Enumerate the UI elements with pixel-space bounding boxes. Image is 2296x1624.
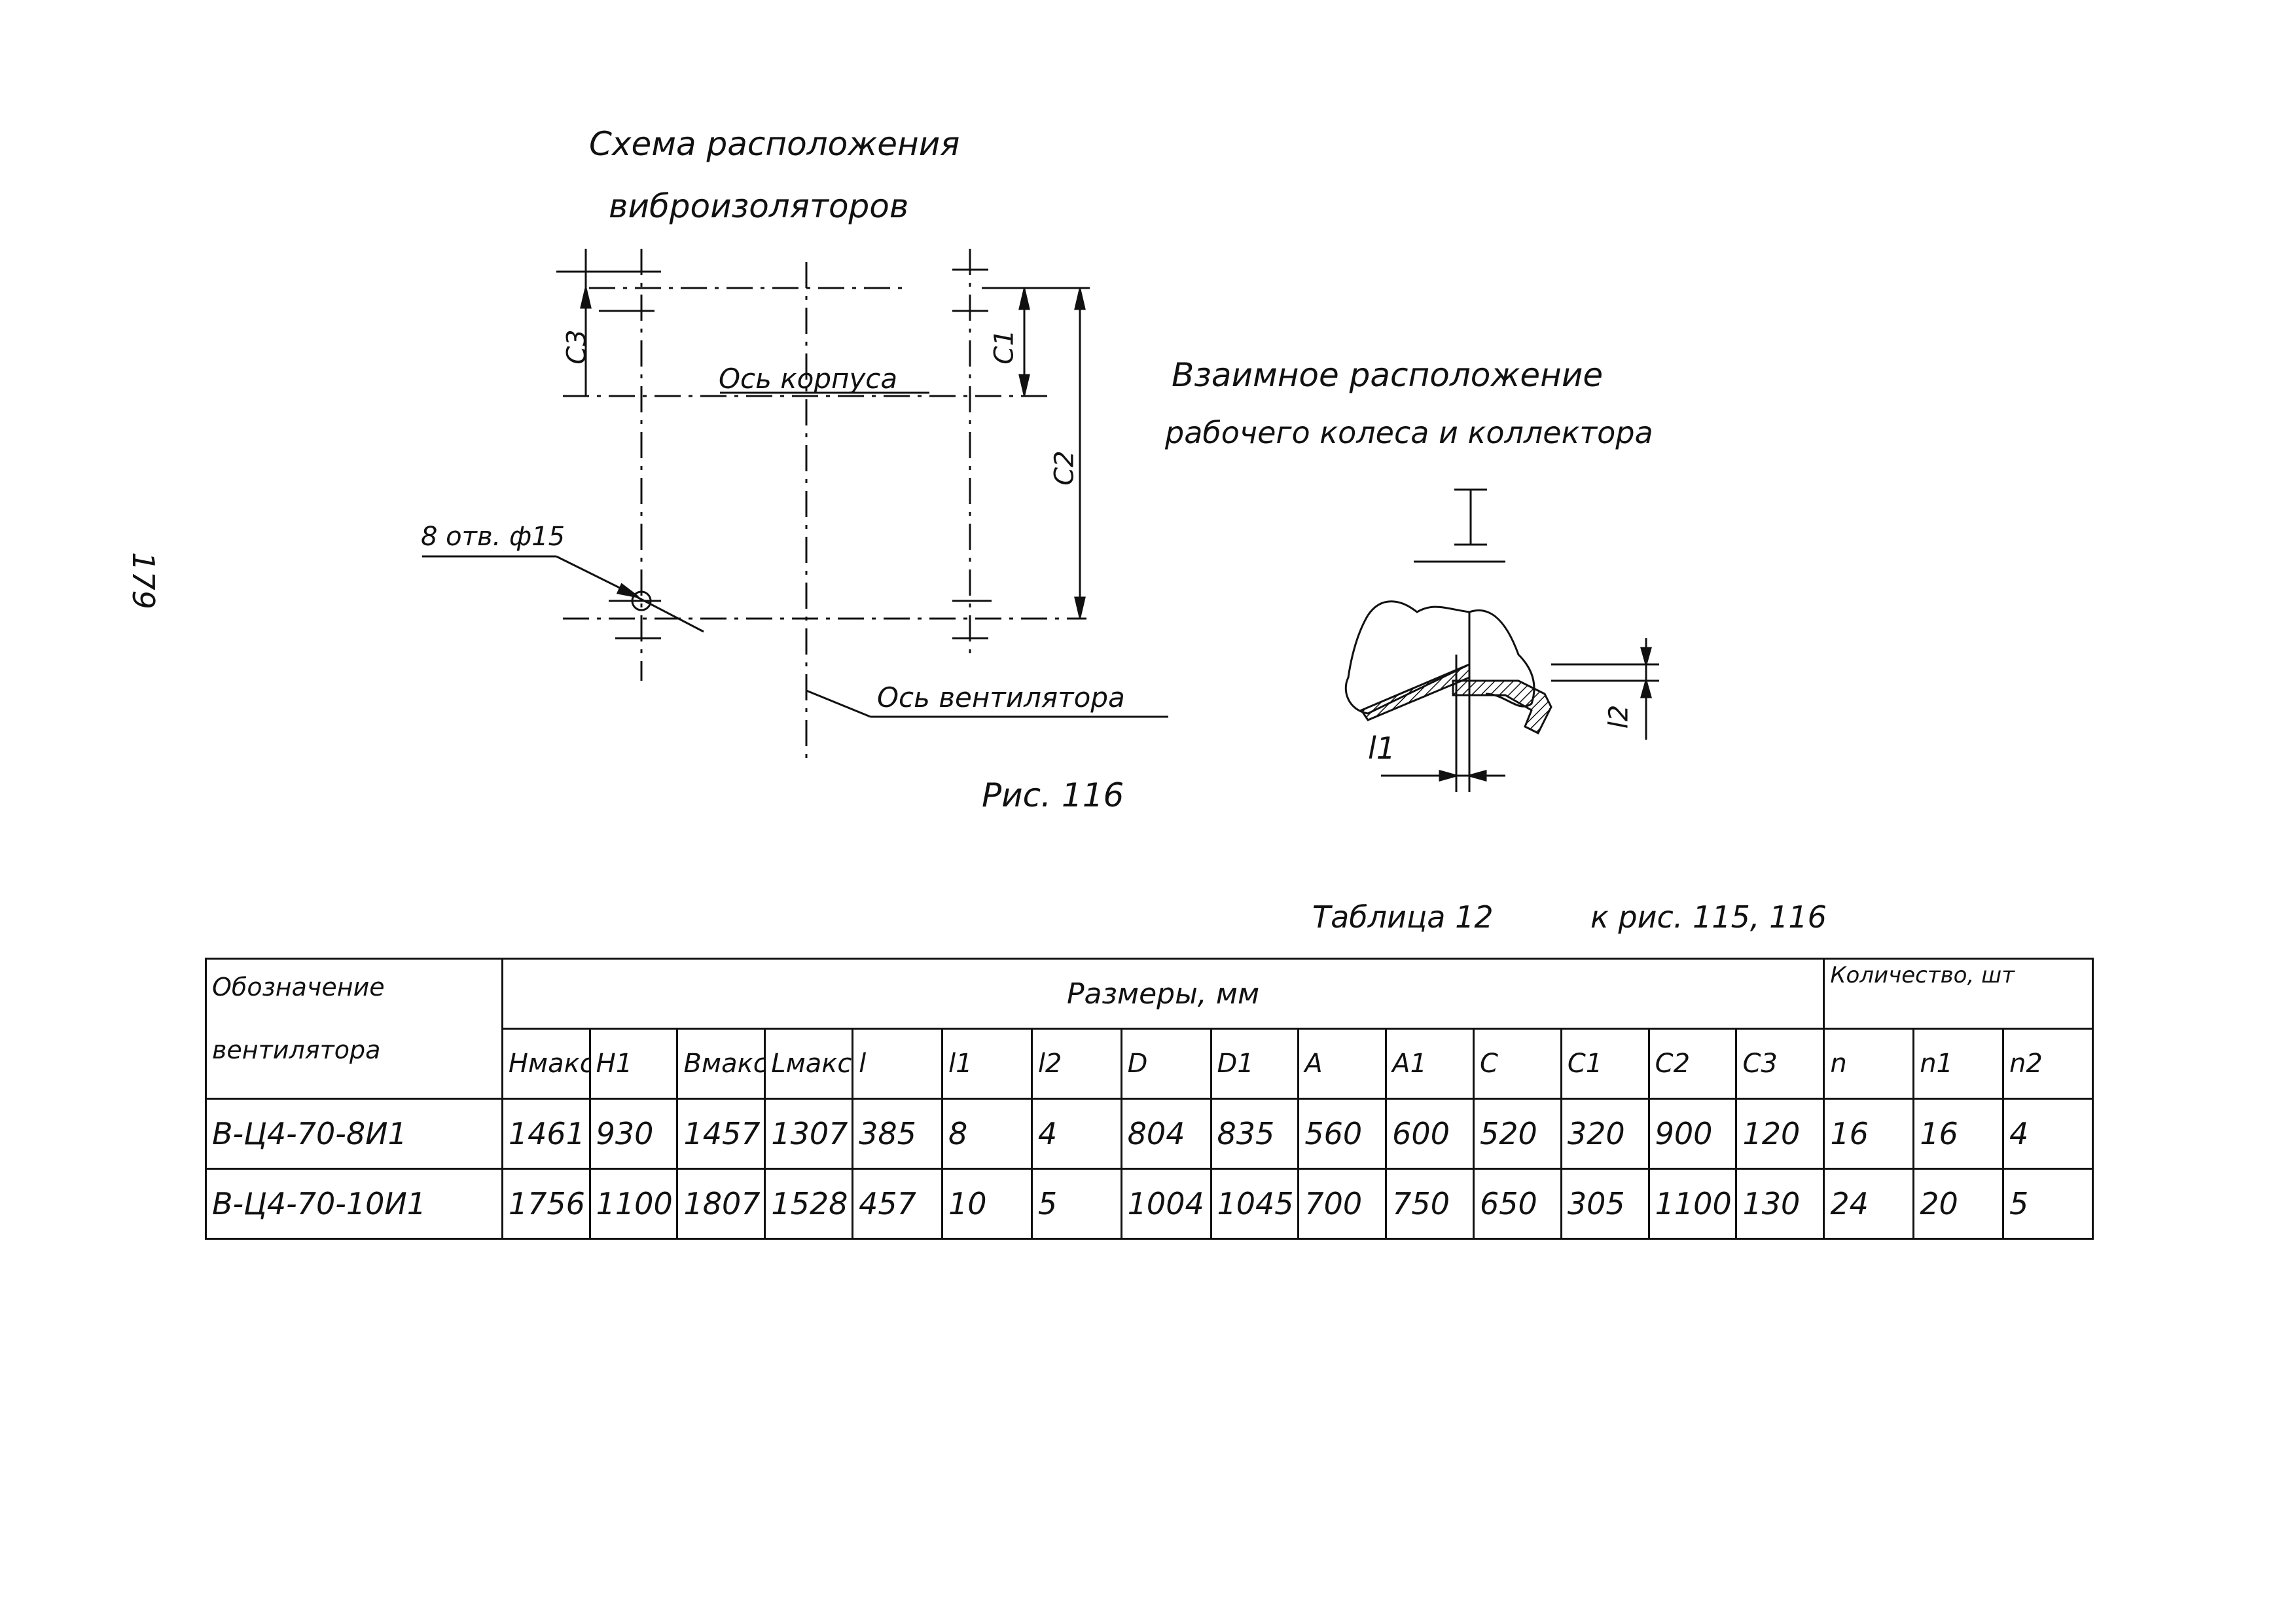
row-name: В-Ц4-70-10И1	[205, 1168, 503, 1240]
scheme-right-title-line1: Взаимное расположение	[1172, 356, 1604, 394]
table-title: Таблица 12	[1312, 899, 1494, 935]
name-header-line2: вентилятора	[212, 1036, 381, 1064]
col-header: C	[1472, 1028, 1562, 1100]
dim-c1-label: C1	[989, 329, 1020, 365]
cell: 120	[1735, 1098, 1825, 1170]
cell: 10	[941, 1168, 1033, 1240]
cell: 1461	[501, 1098, 591, 1170]
cell: 1807	[676, 1168, 766, 1240]
cell: 1528	[764, 1168, 854, 1240]
col-header: H1	[588, 1028, 679, 1100]
col-header: A1	[1385, 1028, 1475, 1100]
holes-label: 8 отв. ф15	[421, 522, 565, 552]
cell: 320	[1560, 1098, 1650, 1170]
cell: 600	[1385, 1098, 1475, 1170]
cell: 1100	[1647, 1168, 1738, 1240]
cell: 804	[1120, 1098, 1212, 1170]
cell: 835	[1210, 1098, 1300, 1170]
name-header-line1: Обозначение	[212, 973, 385, 1001]
cell: 1045	[1210, 1168, 1300, 1240]
cell: 130	[1735, 1168, 1825, 1240]
cell: 4	[2002, 1098, 2094, 1170]
cell: 4	[1030, 1098, 1122, 1170]
dim-l2-label: l2	[1604, 704, 1634, 729]
cell: 20	[1912, 1168, 2005, 1240]
scheme-left-title-line2: виброизоляторов	[609, 187, 909, 225]
col-header: C1	[1560, 1028, 1650, 1100]
cell: 457	[852, 1168, 943, 1240]
table-row: В-Ц4-70-8И1 1461 930 1457 1307 385 8 4 8…	[205, 1098, 2094, 1170]
col-header: Hмакс	[501, 1028, 591, 1100]
dim-c2-label: C2	[1049, 450, 1080, 486]
table-ref: к рис. 115, 116	[1590, 899, 1827, 935]
cell: 700	[1297, 1168, 1388, 1240]
col-header: C3	[1735, 1028, 1825, 1100]
col-header: D1	[1210, 1028, 1300, 1100]
axis-fan-label: Ось вентилятора	[877, 681, 1125, 713]
cell: 16	[1912, 1098, 2005, 1170]
row-name: В-Ц4-70-8И1	[205, 1098, 503, 1170]
cell: 1307	[764, 1098, 854, 1170]
cell: 900	[1647, 1098, 1738, 1170]
qty-group-header: Количество, шт	[1823, 958, 2094, 1030]
col-header: l1	[941, 1028, 1033, 1100]
cell: 1004	[1120, 1168, 1212, 1240]
col-header: l2	[1030, 1028, 1122, 1100]
col-header: n2	[2002, 1028, 2094, 1100]
cell: 560	[1297, 1098, 1388, 1170]
col-header: C2	[1647, 1028, 1738, 1100]
col-header: l	[852, 1028, 943, 1100]
cell: 16	[1823, 1098, 1915, 1170]
cell: 8	[941, 1098, 1033, 1170]
cell: 520	[1472, 1098, 1562, 1170]
cell: 5	[2002, 1168, 2094, 1240]
col-header: n	[1823, 1028, 1915, 1100]
cell: 5	[1030, 1168, 1122, 1240]
figure-caption: Рис. 116	[982, 776, 1124, 814]
cell: 24	[1823, 1168, 1915, 1240]
cell: 1457	[676, 1098, 766, 1170]
col-header: D	[1120, 1028, 1212, 1100]
cell: 385	[852, 1098, 943, 1170]
dim-c3-label: C3	[562, 329, 592, 365]
cell: 930	[588, 1098, 679, 1170]
cell: 1100	[588, 1168, 679, 1240]
col-header: Bмакс	[676, 1028, 766, 1100]
spec-table: Обозначение вентилятора Размеры, мм Коли…	[205, 958, 2094, 1240]
cell: 305	[1560, 1168, 1650, 1240]
col-header: A	[1297, 1028, 1388, 1100]
dim-l1-label: l1	[1368, 731, 1396, 766]
axis-body-label: Ось корпуса	[719, 363, 898, 395]
cell: 650	[1472, 1168, 1562, 1240]
cell: 750	[1385, 1168, 1475, 1240]
mount-hole-icon	[631, 590, 652, 611]
dims-group-header: Размеры, мм	[501, 958, 1825, 1030]
col-header: n1	[1912, 1028, 2005, 1100]
name-column-header: Обозначение вентилятора	[205, 958, 503, 1100]
scheme-right-title-line2: рабочего колеса и коллектора	[1165, 415, 1653, 450]
table-row: В-Ц4-70-10И1 1756 1100 1807 1528 457 10 …	[205, 1168, 2094, 1240]
cell: 1756	[501, 1168, 591, 1240]
scheme-left-title-line1: Схема расположения	[589, 125, 960, 163]
col-header: Lмакс	[764, 1028, 854, 1100]
